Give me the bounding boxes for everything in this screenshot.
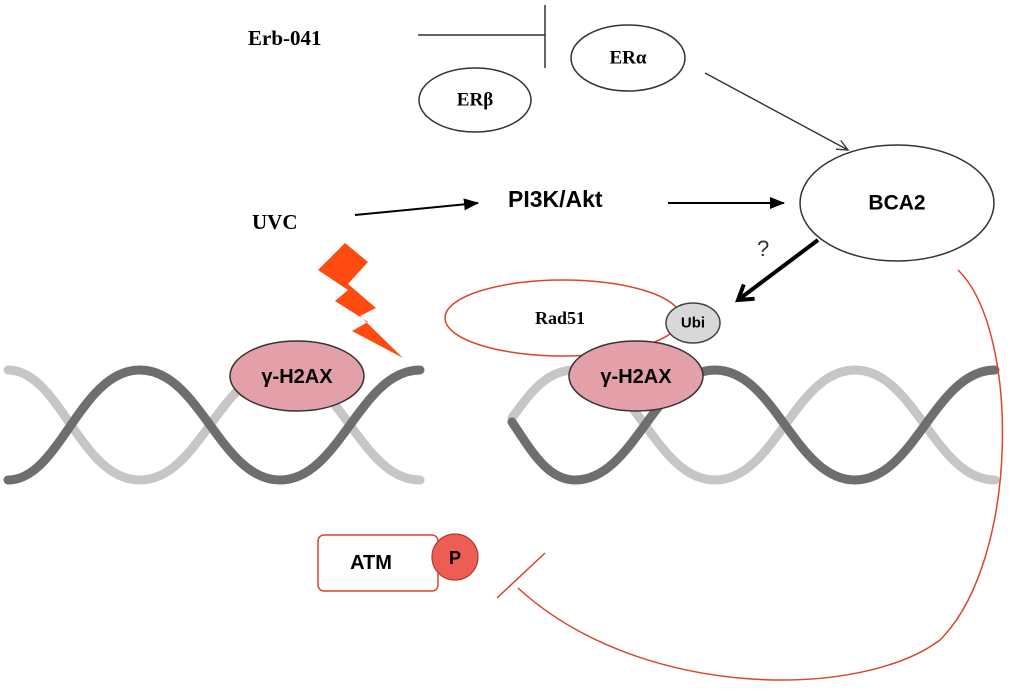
uvc-label: UVC: [252, 210, 298, 234]
atm-node: ATM: [317, 534, 439, 592]
h2ax-right-node: γ-H2AX: [568, 340, 704, 412]
phospho-node: P: [431, 533, 479, 581]
bca2-inhibits-atm-curve: [517, 269, 1004, 681]
er-beta-label: ERβ: [457, 90, 493, 111]
bca2-label: BCA2: [868, 192, 925, 215]
ubi-node: Ubi: [665, 302, 721, 344]
er-alpha-node: ERα: [570, 24, 686, 92]
h2ax-left-label: γ-H2AX: [261, 366, 333, 388]
atm-label: ATM: [350, 552, 392, 574]
atm-inhibition-bar: [496, 552, 546, 599]
erb041-label: Erb-041: [248, 26, 322, 50]
dna-strand-dark: [3, 365, 425, 485]
phospho-label: P: [449, 548, 461, 568]
uncertain-question-mark: ?: [757, 236, 769, 261]
eralpha-to-bca2-arrow: [704, 72, 850, 151]
h2ax-left-node: γ-H2AX: [229, 340, 365, 412]
uv-lightning-icon: [318, 243, 403, 358]
bca2-node: BCA2: [799, 144, 995, 262]
rad51-label: Rad51: [535, 308, 585, 328]
h2ax-right-label: γ-H2AX: [600, 366, 672, 388]
ubi-label: Ubi: [681, 315, 705, 332]
er-alpha-label: ERα: [610, 48, 647, 69]
pi3k-akt-label: PI3K/Akt: [508, 186, 603, 212]
dna-helix-left: [3, 365, 425, 485]
uvc-to-pi3k-arrow: [354, 198, 479, 216]
bca2-to-rad51-arrow: [735, 238, 820, 303]
dna-strand-dark: [507, 365, 1000, 485]
er-beta-node: ERβ: [418, 67, 532, 133]
